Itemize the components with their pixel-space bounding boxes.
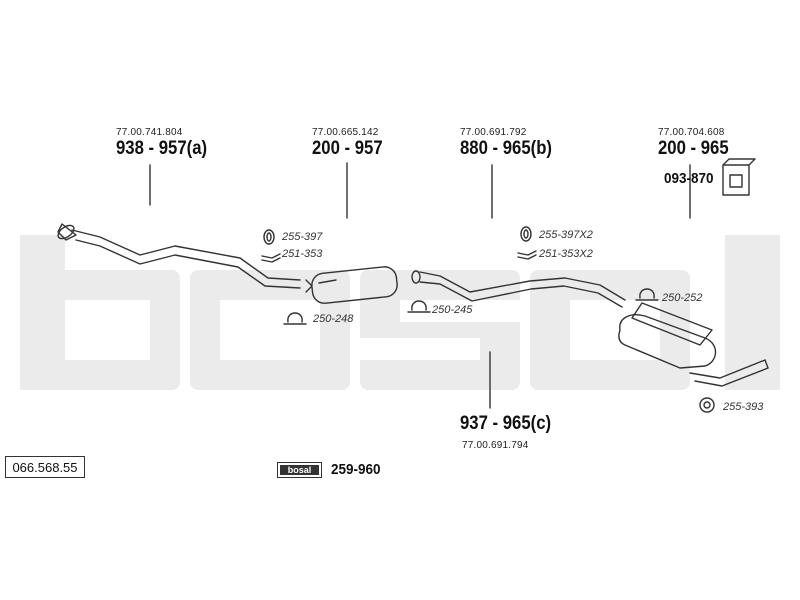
clamp-icon (517, 250, 537, 256)
u-clamp-icon (639, 288, 655, 299)
rubber-ring-icon (699, 397, 715, 413)
part-number-intermediate-pipe[interactable]: 937 - 965(c) (460, 413, 552, 434)
u-clamp-icon (411, 300, 427, 311)
label-clamp-e[interactable]: 250-252 (662, 292, 703, 304)
rear-silencer-drawing (618, 302, 769, 387)
label-gasket-b[interactable]: 255-397X2 (539, 229, 593, 241)
part-number-middle-silencer[interactable]: 200 - 957 (312, 138, 383, 159)
label-kit[interactable]: 259-960 (331, 461, 381, 478)
part-number-middle-pipe[interactable]: 880 - 965(b) (460, 138, 553, 159)
middle-silencer-drawing (305, 266, 398, 304)
oem-number-middle-silencer: 77.00.665.142 (312, 127, 379, 138)
middle-pipe-drawing (411, 270, 626, 308)
label-clamp-a[interactable]: 251-353 (282, 248, 323, 260)
label-gasket-a[interactable]: 255-397 (282, 231, 323, 243)
label-clamp-d[interactable]: 251-353X2 (539, 248, 593, 260)
oem-number-rear-silencer: 77.00.704.608 (658, 127, 725, 138)
oem-number-intermediate-pipe: 77.00.691.794 (462, 440, 529, 451)
gasket-icon (263, 229, 275, 245)
oem-number-front-pipe: 77.00.741.804 (116, 127, 183, 138)
mount-icon (722, 158, 756, 196)
clamp-icon (261, 253, 281, 259)
label-mount[interactable]: 093-870 (664, 170, 714, 187)
label-ring[interactable]: 255-393 (723, 401, 764, 413)
kit-box-icon: bosal (277, 462, 322, 478)
oem-number-middle-pipe: 77.00.691.792 (460, 127, 527, 138)
gasket-icon (520, 226, 532, 242)
label-clamp-c[interactable]: 250-245 (432, 304, 473, 316)
u-clamp-icon (287, 312, 303, 323)
part-number-rear-silencer[interactable]: 200 - 965 (658, 138, 729, 159)
label-clamp-b[interactable]: 250-248 (313, 313, 354, 325)
part-number-front-pipe[interactable]: 938 - 957(a) (116, 138, 208, 159)
front-pipe-drawing (57, 223, 301, 289)
catalog-number: 066.568.55 (5, 456, 85, 478)
brand-label: bosal (287, 465, 312, 475)
